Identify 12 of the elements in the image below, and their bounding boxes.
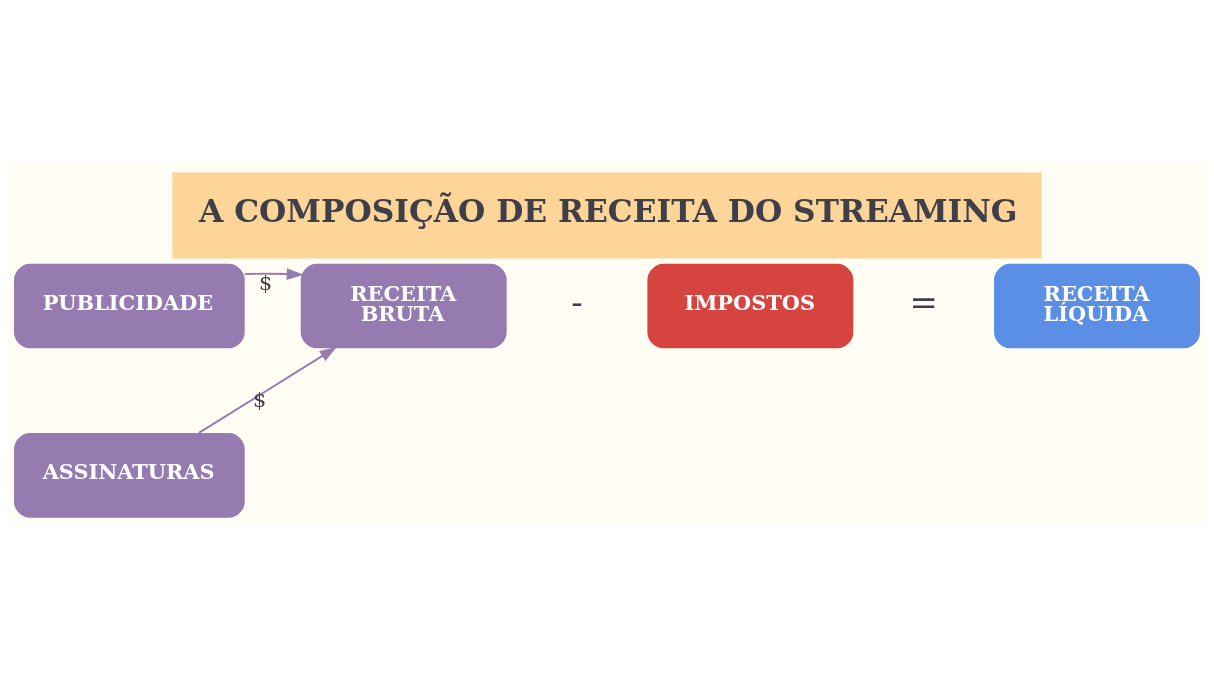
arrow xyxy=(243,267,304,280)
node-box: PUBLICIDADE xyxy=(14,263,245,348)
edge-label: $ xyxy=(252,387,267,412)
node-box: RECEITA BRUTA xyxy=(300,263,507,348)
node-box: IMPOSTOS xyxy=(647,263,854,348)
label: = xyxy=(909,282,938,322)
diagram-title: A COMPOSIÇÃO DE RECEITA DO STREAMING xyxy=(199,192,1018,229)
edge-label: $ xyxy=(258,270,273,295)
node-box: ASSINATURAS xyxy=(14,432,245,518)
arrow xyxy=(197,346,337,434)
label: - xyxy=(571,282,583,322)
node-box: RECEITA LÍQUIDA xyxy=(994,263,1200,348)
